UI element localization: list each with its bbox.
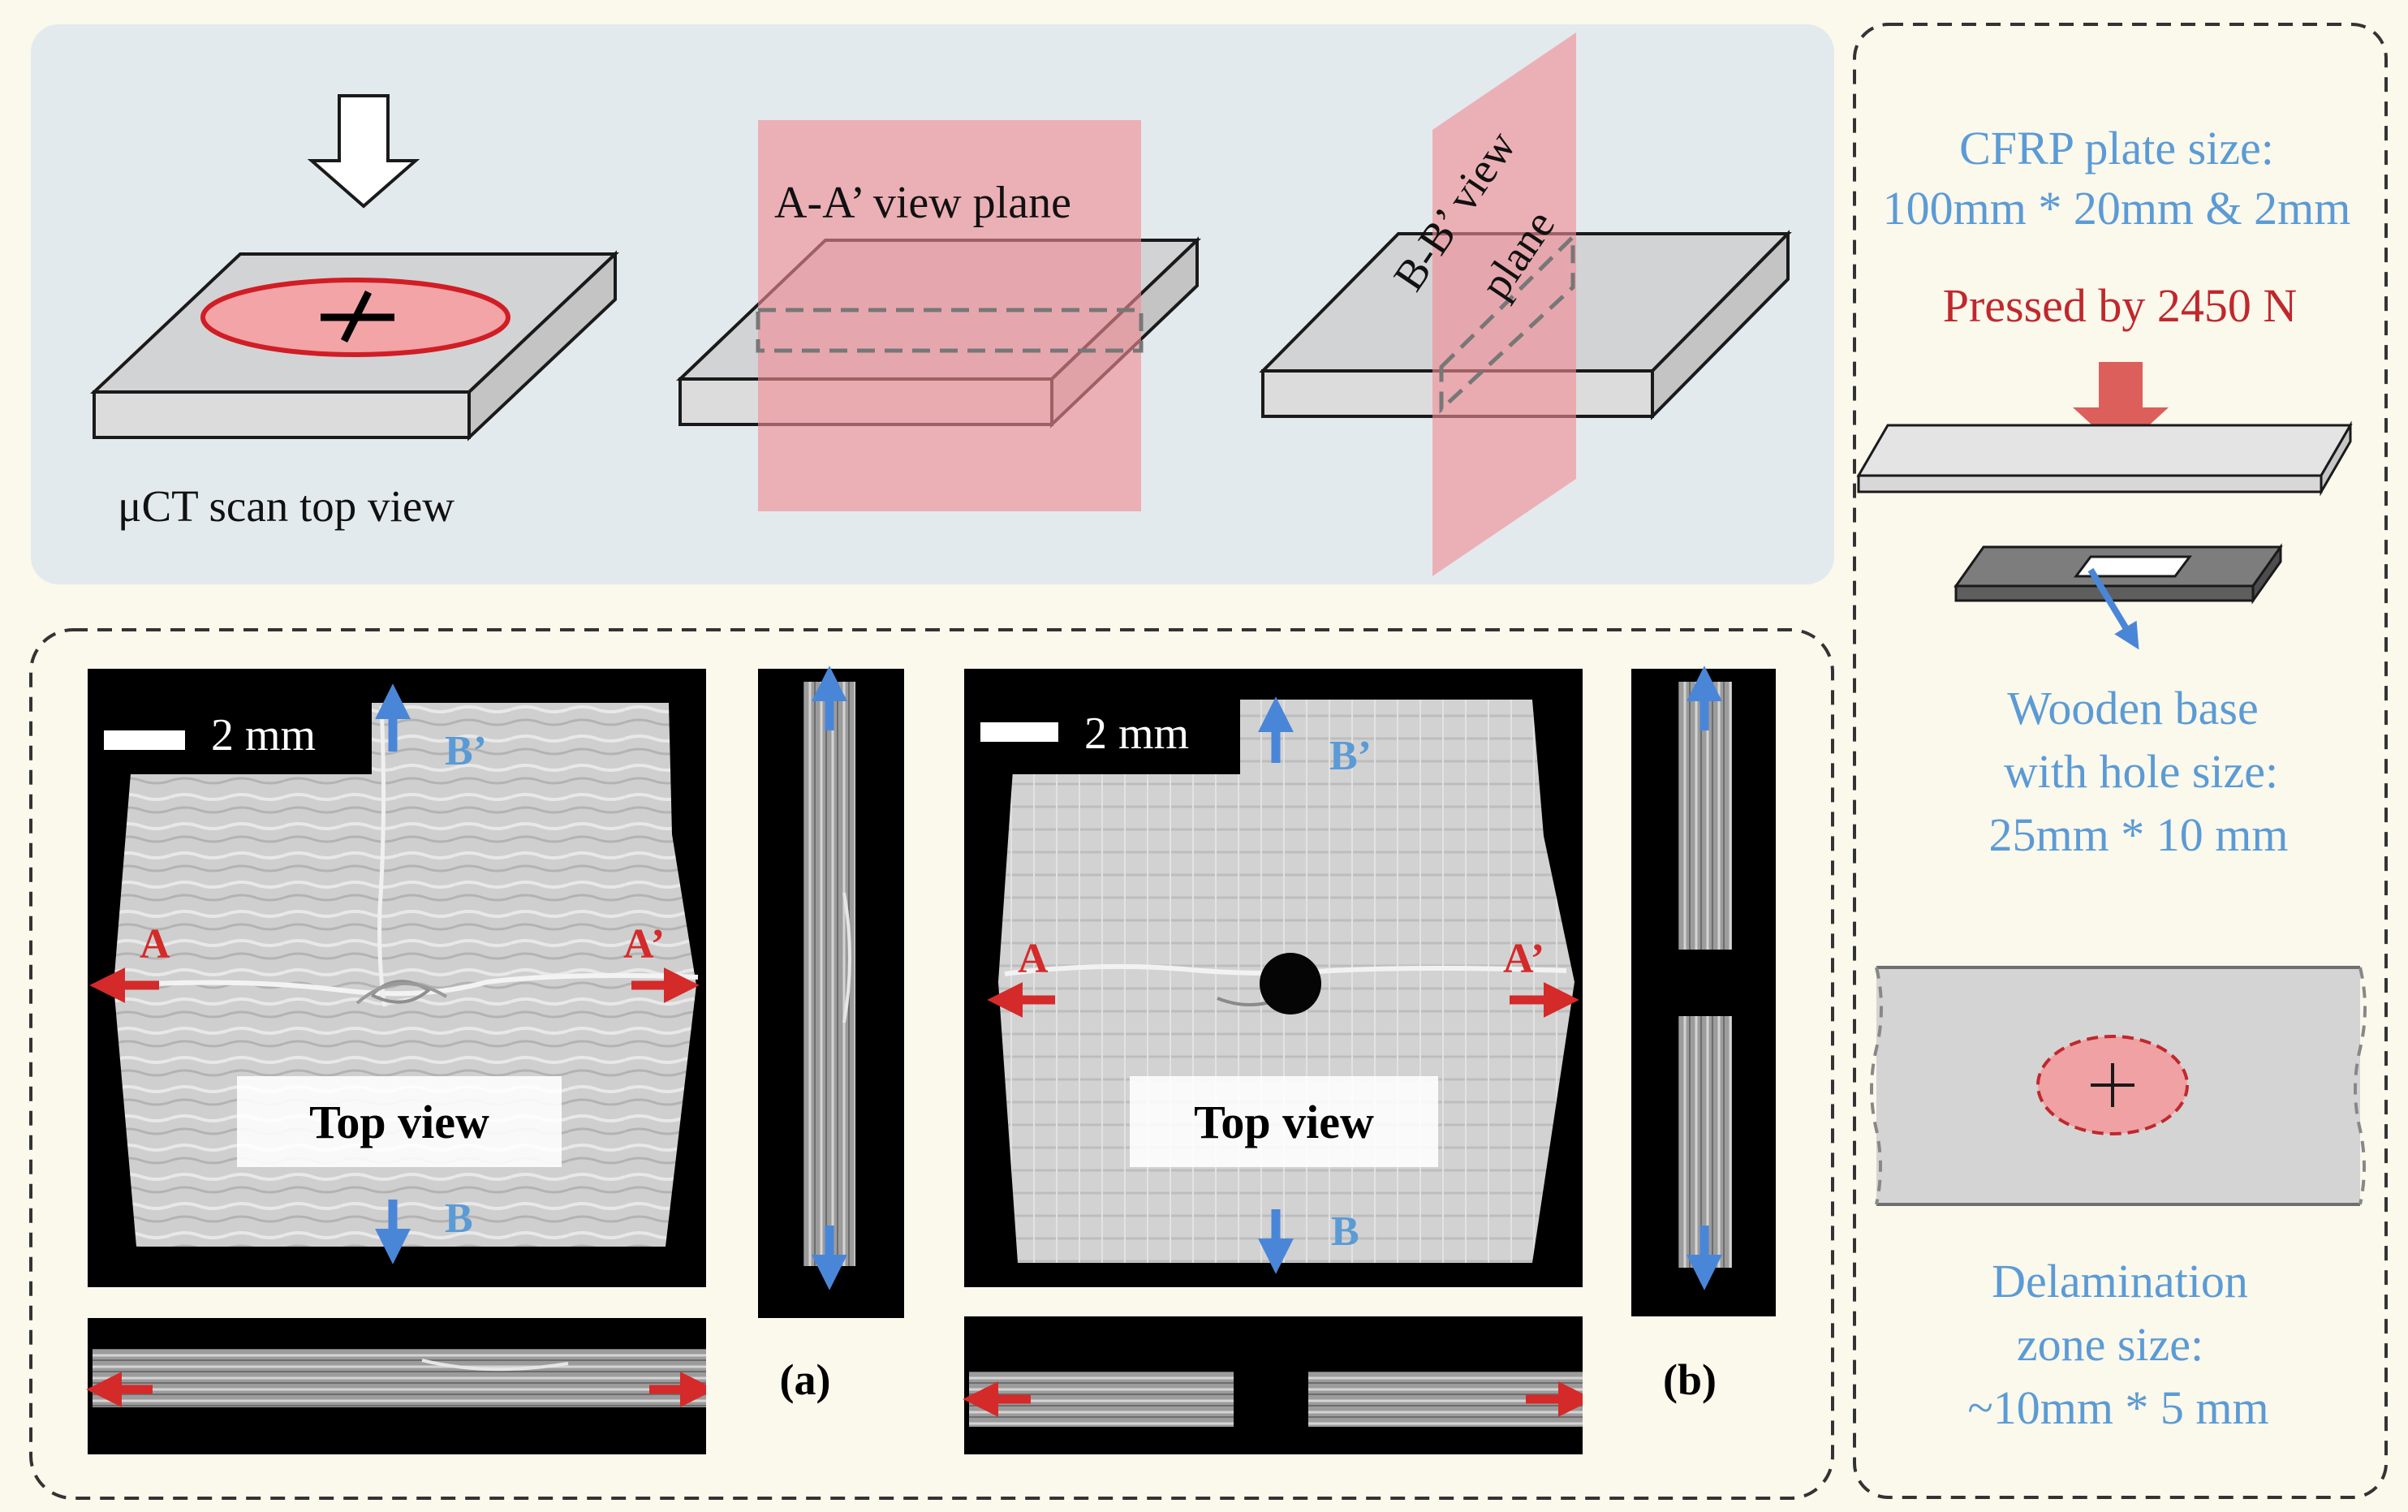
base-label-line3: 25mm * 10 mm [1989,808,2289,861]
scale-bar-label: 2 mm [1084,709,1189,759]
label-a-prime: A’ [623,921,665,967]
wooden-base [1954,543,2283,605]
zone-label-line1: Delamination [1992,1255,2248,1307]
scan-a-crack-vertical [377,705,387,1007]
cross-mark [321,290,394,343]
plate-size-label: CFRP plate size: [1959,122,2274,174]
center-cross-mark [2091,1063,2134,1107]
scale-bar [104,730,185,750]
cfrp-plate [1856,420,2353,497]
top-view-label-box [1130,1076,1438,1167]
aa-view-plane [758,120,1141,511]
label-a: A [140,921,170,967]
scan-a-aa-section [93,1349,709,1407]
ct-scan-a: 2 mm Top view B’ B A A’ [86,666,904,1454]
plate-bb-view: B-B’ view plane [1259,32,1792,576]
delamination-zone-schematic [1870,966,2367,1206]
base-pointer-arrow [2087,567,2139,650]
zone-label-line3: ~10mm * 5 mm [1967,1381,2268,1434]
plate-top-view: μCT scan top view [89,94,620,531]
top-view-label: Top view [309,1096,489,1148]
aa-section-outline [756,308,1144,353]
top-schematic-panel: μCT scan top view A-A’ view plane B-B’ v… [31,24,1834,584]
panel-label-a: (a) [780,1355,831,1404]
aa-view-plane-label: A-A’ view plane [774,178,1071,228]
label-a-prime: A’ [1503,936,1544,982]
panel-label-b: (b) [1663,1355,1717,1404]
scale-bar-label: 2 mm [211,710,316,760]
panel-label-box-b [1583,1316,1776,1454]
base-label-line1: Wooden base [2007,682,2258,734]
panel-label-box-a [706,1318,904,1454]
ct-scan-b: 2 mm Top view B’ B A A’ [963,666,1776,1454]
label-b-prime: B’ [445,728,487,774]
label-b-prime: B’ [1329,733,1372,779]
label-b: B [445,1195,473,1242]
label-b: B [1331,1208,1359,1255]
load-label: Pressed by 2450 N [1943,279,2298,332]
label-a: A [1018,936,1049,982]
base-hole [2074,555,2192,578]
base-label-line2: with hole size: [2004,745,2278,798]
impact-hole [1260,953,1321,1014]
plate-aa-view: A-A’ view plane [676,120,1201,511]
plate-size-value: 100mm * 20mm & 2mm [1883,182,2351,235]
test-setup-panel: CFRP plate size: 100mm * 20mm & 2mm Pres… [1853,23,2388,1499]
caption-ct-top-view: μCT scan top view [118,481,454,531]
down-arrow-icon [307,94,420,209]
scan-a-bb-section [803,682,855,1266]
scale-bar [980,722,1058,742]
top-view-label: Top view [1194,1096,1374,1148]
zone-label-line2: zone size: [2017,1318,2203,1371]
ct-scan-panel: 2 mm Top view B’ B A A’ [29,628,1834,1500]
top-view-label-box [237,1076,562,1167]
bb-section-outline [1439,232,1575,414]
scan-a-crack-horizontal [121,973,699,997]
